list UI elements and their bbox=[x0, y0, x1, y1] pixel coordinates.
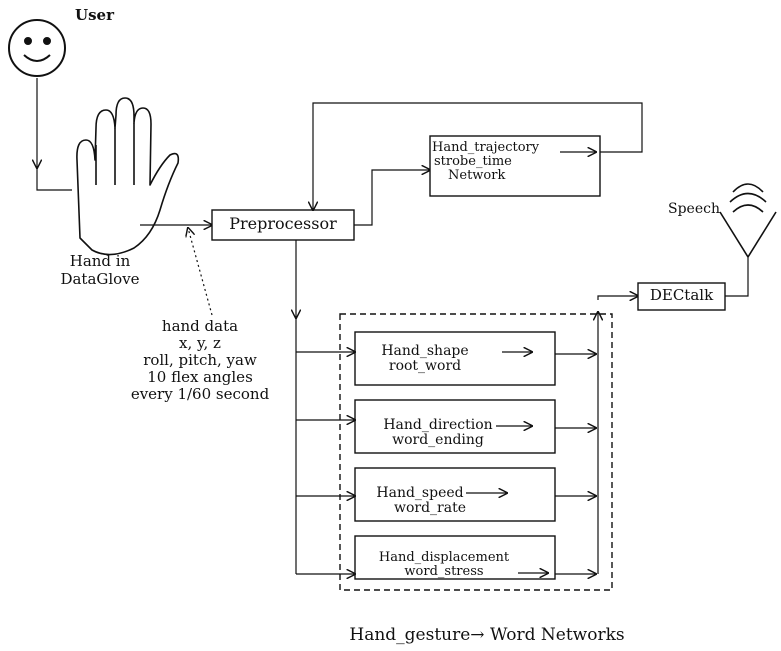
network-text-displacement: Hand_displacement word_stress bbox=[356, 551, 532, 578]
preprocessor-label: Preprocessor bbox=[212, 216, 354, 233]
network-text-speed: Hand_speed word_rate bbox=[365, 486, 475, 515]
trajectory-line1: Hand_trajectory bbox=[432, 141, 567, 155]
trajectory-label: Hand_trajectory strobe_time Network bbox=[432, 141, 567, 183]
preprocessor-to-trajectory-line bbox=[354, 170, 430, 225]
collector-to-dectalk bbox=[598, 296, 638, 300]
user-smiley-icon bbox=[9, 20, 65, 76]
hand-label-line2: DataGlove bbox=[60, 270, 139, 288]
network-displacement-line1: Hand_displacement bbox=[356, 551, 532, 565]
dectalk-label: DECtalk bbox=[638, 288, 725, 304]
hand-data-line4: 10 flex angles bbox=[131, 369, 269, 386]
hand-label-line1: Hand in bbox=[60, 252, 139, 270]
dectalk-to-speaker-line bbox=[725, 257, 748, 296]
network-speed-line1: Hand_speed bbox=[365, 486, 475, 501]
hand-data-line5: every 1/60 second bbox=[131, 386, 269, 403]
hand-data-label: hand data x, y, z roll, pitch, yaw 10 fl… bbox=[131, 318, 269, 403]
user-label: User bbox=[75, 6, 114, 24]
hand-data-line1: hand data bbox=[131, 318, 269, 335]
network-direction-line1: Hand_direction bbox=[368, 418, 508, 433]
network-shape-line2: root_word bbox=[365, 359, 485, 374]
diagram-caption: Hand_gesture→ Word Networks bbox=[349, 625, 624, 645]
hand-data-line2: x, y, z bbox=[131, 335, 269, 352]
speaker-icon bbox=[720, 184, 776, 257]
trajectory-line2: strobe_time bbox=[432, 155, 567, 169]
network-direction-line2: word_ending bbox=[368, 433, 508, 448]
trajectory-line3: Network bbox=[432, 169, 567, 183]
network-speed-line2: word_rate bbox=[365, 501, 475, 516]
hand-label: Hand in DataGlove bbox=[60, 252, 139, 288]
network-displacement-line2: word_stress bbox=[356, 565, 532, 579]
hand-data-line3: roll, pitch, yaw bbox=[131, 352, 269, 369]
dataglove-hand-icon bbox=[77, 98, 178, 255]
network-text-direction: Hand_direction word_ending bbox=[368, 418, 508, 447]
speech-label: Speech bbox=[668, 201, 720, 217]
hand-data-dotted-pointer bbox=[188, 228, 212, 315]
network-shape-line1: Hand_shape bbox=[365, 344, 485, 359]
network-text-shape: Hand_shape root_word bbox=[365, 344, 485, 373]
user-to-hand-line bbox=[37, 168, 72, 190]
